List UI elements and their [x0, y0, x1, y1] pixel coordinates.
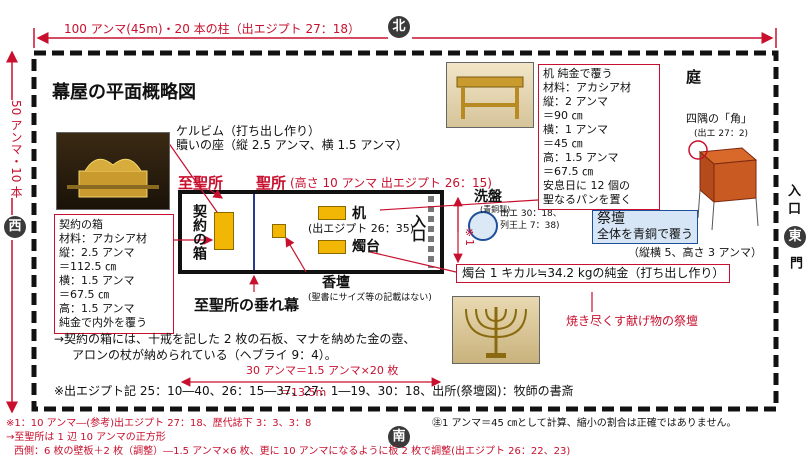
lampstand-info-box: 燭台 1 キカル≒34.2 kgの純金（打ち出し作り）: [456, 264, 731, 283]
table-marker: [318, 206, 346, 220]
footnote-1: ※1：10 アンマ―(参考)出エジプト 27：18、歴代誌下 3：3、3：8: [6, 418, 312, 429]
east-gate: 門: [787, 256, 802, 269]
court-label: 庭: [686, 68, 702, 86]
holy-of-holies-label: 至聖所: [178, 174, 224, 192]
table-photo: [446, 62, 534, 128]
holy-place-note: (高さ 10 アンマ 出エジプト 26：15): [290, 176, 492, 190]
laver-ref1: 出エ 30：18、: [500, 209, 562, 219]
laver-label: 洗盤: [474, 189, 502, 205]
incense-altar-label: 香壇: [322, 275, 350, 291]
page-title: 幕屋の平面概略図: [52, 82, 196, 103]
scale-note: ㊟1 アンマ＝45 ㎝として計算、縮小の割合は正確ではありません。: [432, 418, 737, 429]
footnote-3: 西側：6 枚の壁板＋2 枚（調整）―1.5 アンマ×6 枚、更に 10 アンマに…: [14, 446, 571, 457]
table-ref: (出エジプト 26：35): [308, 222, 415, 235]
dim-30-label: 30 アンマ＝1.5 アンマ×20 枚: [246, 364, 399, 378]
ark-photo: [56, 132, 170, 210]
altar-drawing: [676, 138, 766, 238]
compass-south: 南: [388, 426, 410, 448]
altar-info-box: 祭壇 全体を青銅で覆う: [592, 210, 699, 244]
top-dimension-label: 100 アンマ(45m)・20 本の柱（出エジプト 27：18）: [60, 22, 364, 37]
ark-marker: [214, 212, 234, 250]
incense-altar-note: (聖書にサイズ等の記載はない): [308, 293, 432, 303]
holy-place-label: 聖所: [256, 174, 287, 192]
laver-ref2: 列王上 7：38): [500, 221, 560, 231]
east-entrance-a: 入: [788, 184, 802, 199]
burnt-offering-label: 焼き尽くす献げ物の祭壇: [566, 314, 699, 328]
horns-line1: 四隅の「角」: [686, 112, 752, 125]
lampstand-marker: [318, 240, 346, 254]
dim-135-label: ＝13.5m: [280, 386, 327, 399]
laver-sub: (青銅製): [480, 205, 511, 214]
compass-west: 西: [4, 216, 26, 238]
lampstand-photo: [452, 296, 540, 364]
compass-north: 北: [388, 16, 410, 38]
entrance-label: 入口: [410, 214, 426, 242]
veil-label: 至聖所の垂れ幕: [194, 296, 300, 314]
scripture-refs: ※出エジプト記 25：10―40、26：15―37、27：1―19、30：18、…: [54, 384, 574, 398]
incense-marker: [272, 224, 286, 238]
horns-line2: (出エ 27：2): [694, 129, 749, 139]
ark-note-line1: →契約の箱には、十戒を記した 2 枚の石板、マナを納めた金の壺、: [54, 332, 416, 346]
ark-note-line2: アロンの杖が納められている（ヘブライ 9：4）。: [72, 348, 337, 362]
table-label: 机: [352, 206, 366, 222]
cherubim-line1: ケルビム（打ち出し作り）: [176, 124, 321, 138]
east-entrance-b: 口: [788, 202, 802, 217]
footnote-2: →至聖所は 1 辺 10 アンマの正方形: [6, 432, 166, 443]
left-dimension-label: 50 アンマ・10 本: [1, 100, 23, 199]
ark-label: 契約の箱: [191, 204, 207, 260]
note-mark: ※1: [463, 226, 476, 246]
altar-size: （縦横 5、高さ 3 アンマ）: [628, 246, 763, 259]
compass-east: 東: [784, 226, 806, 248]
cherubim-line2: 贖いの座（縦 2.5 アンマ、横 1.5 アンマ）: [176, 138, 408, 152]
lampstand-label: 燭台: [352, 239, 380, 255]
